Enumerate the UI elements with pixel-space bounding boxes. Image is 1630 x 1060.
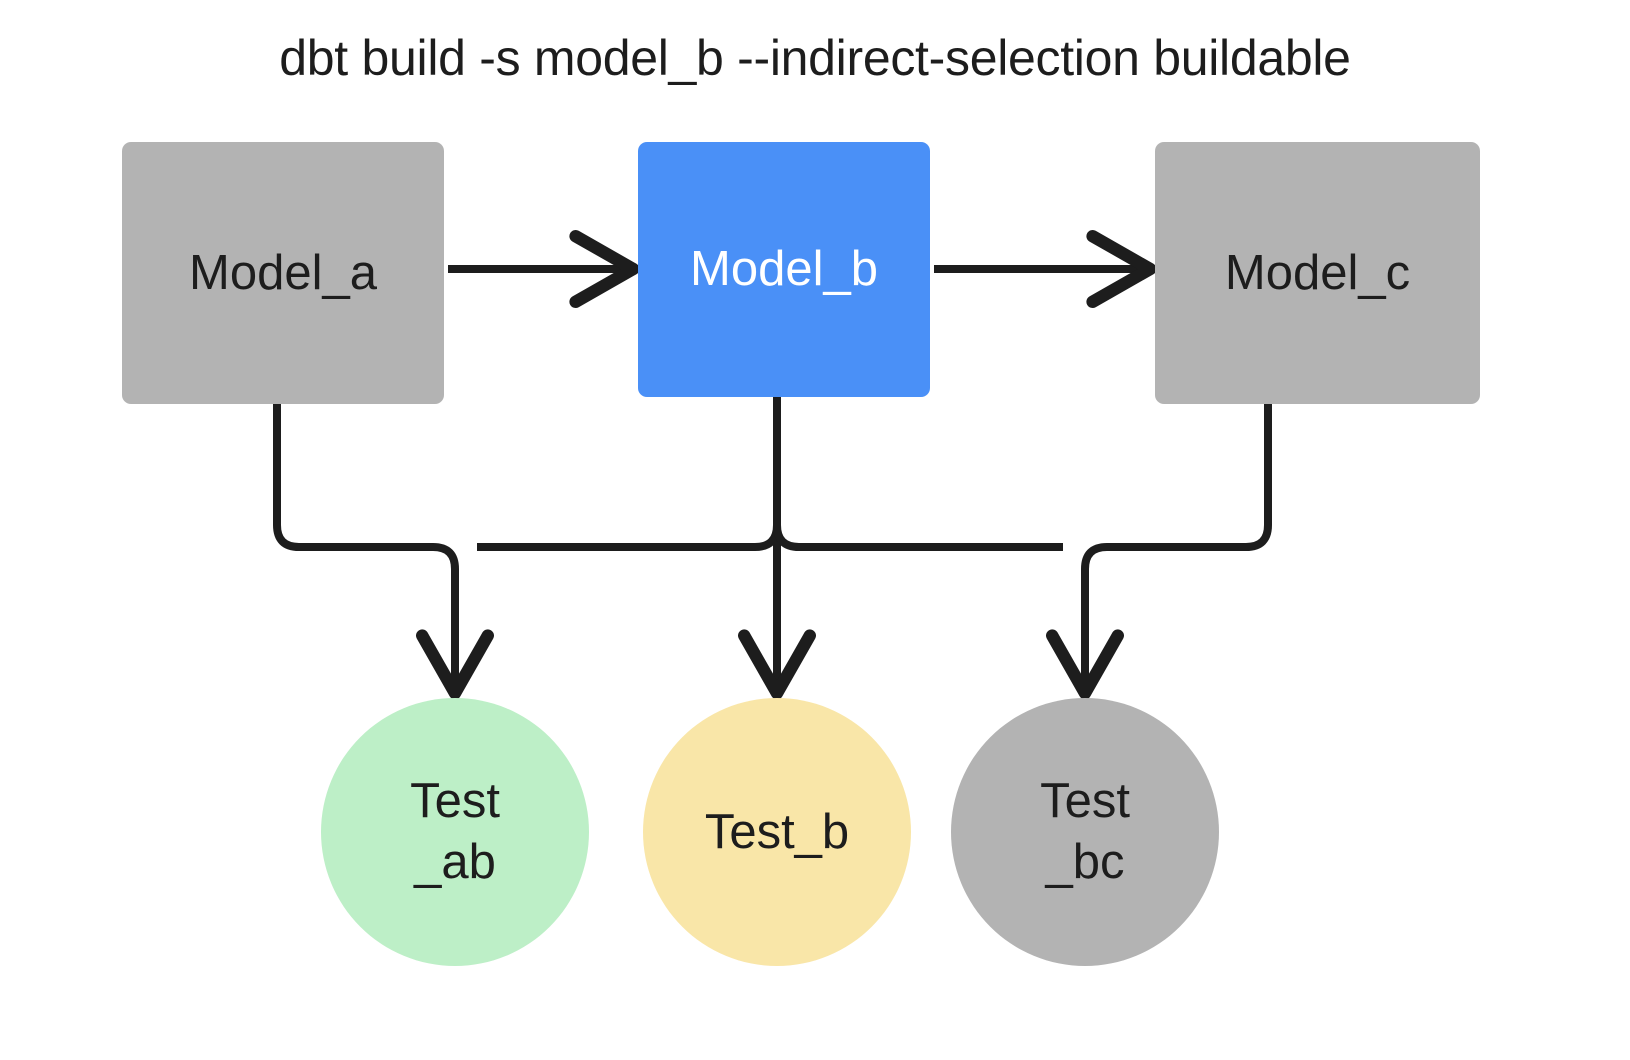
edge-model-c-to-test-bc <box>1046 404 1272 700</box>
node-model-a-label: Model_a <box>189 245 377 300</box>
node-test-bc-label-line1: Test <box>1040 774 1130 828</box>
node-test-ab-label-line1: Test <box>410 774 500 828</box>
node-model-b[interactable]: Model_b <box>638 142 930 397</box>
node-test-b-label-line1: Test_b <box>704 804 850 859</box>
node-test-b[interactable]: Test_b <box>643 698 911 966</box>
node-test-bc[interactable]: Test _bc <box>951 698 1219 966</box>
edge-model-a-to-test-ab <box>273 404 494 700</box>
node-model-b-label: Model_b <box>690 242 878 296</box>
edge-model-b-to-test-bc <box>773 524 1063 551</box>
node-model-c-label: Model_c <box>1224 245 1411 300</box>
node-model-a[interactable]: Model_a <box>122 142 444 404</box>
page-title: dbt build -s model_b --indirect-selectio… <box>279 30 1351 86</box>
node-test-ab[interactable]: Test _ab <box>321 698 589 966</box>
node-test-ab-label-line2: _ab <box>414 835 496 889</box>
node-test-bc-label-line2: _bc <box>1045 835 1125 889</box>
node-model-c[interactable]: Model_c <box>1155 142 1480 404</box>
edge-model-b-to-test-ab <box>477 524 781 551</box>
